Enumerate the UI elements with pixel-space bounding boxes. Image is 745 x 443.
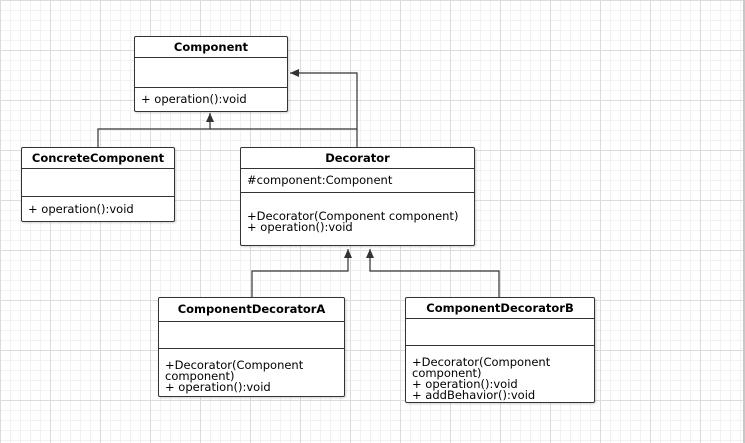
operation: + operation():void	[28, 202, 134, 216]
link-decorator-to-component	[290, 69, 358, 148]
class-name: ComponentDecoratorA	[159, 298, 344, 322]
class-name: ConcreteComponent	[22, 148, 174, 169]
operations-section: + operation():void	[135, 88, 287, 109]
link-decoratorb-to-decorator	[366, 249, 500, 298]
class-name: ComponentDecoratorB	[406, 298, 594, 319]
operation: + addBehavior():void	[412, 388, 536, 402]
class-component[interactable]: Component + operation():void	[134, 36, 288, 112]
attributes-section	[159, 322, 344, 349]
attribute: #component:Component	[247, 173, 393, 187]
class-component-decorator-a[interactable]: ComponentDecoratorA +Decorator(Component…	[158, 297, 345, 397]
link-decoratora-to-decorator	[251, 249, 352, 298]
class-name: Decorator	[241, 148, 474, 169]
operations-section: +Decorator(Component component) + operat…	[159, 349, 344, 396]
class-concrete-component[interactable]: ConcreteComponent + operation():void	[21, 147, 175, 222]
operation: +Decorator(Component component)	[247, 209, 459, 223]
operation: component)	[165, 369, 235, 383]
operation: +Decorator(Component	[412, 355, 551, 369]
attributes-section: #component:Component	[241, 169, 474, 193]
operations-section: + operation():void	[22, 197, 174, 219]
operation: +Decorator(Component	[165, 358, 304, 372]
class-decorator[interactable]: Decorator #component:Component +Decorato…	[240, 147, 475, 246]
class-name: Component	[135, 37, 287, 58]
attributes-section	[22, 169, 174, 197]
operations-section: +Decorator(Component component) + operat…	[406, 346, 594, 402]
link-concretecomponent-to-component	[97, 113, 214, 148]
operation: + operation():void	[412, 377, 518, 391]
attributes-section	[406, 319, 594, 346]
operation: component)	[412, 366, 482, 380]
operation: + operation():void	[247, 220, 353, 234]
operation: + operation():void	[141, 92, 247, 106]
attributes-section	[135, 58, 287, 88]
operations-section: +Decorator(Component component) + operat…	[241, 193, 474, 236]
class-component-decorator-b[interactable]: ComponentDecoratorB +Decorator(Component…	[405, 297, 595, 403]
operation: + operation():void	[165, 380, 271, 394]
canvas-right-edge	[743, 0, 745, 443]
